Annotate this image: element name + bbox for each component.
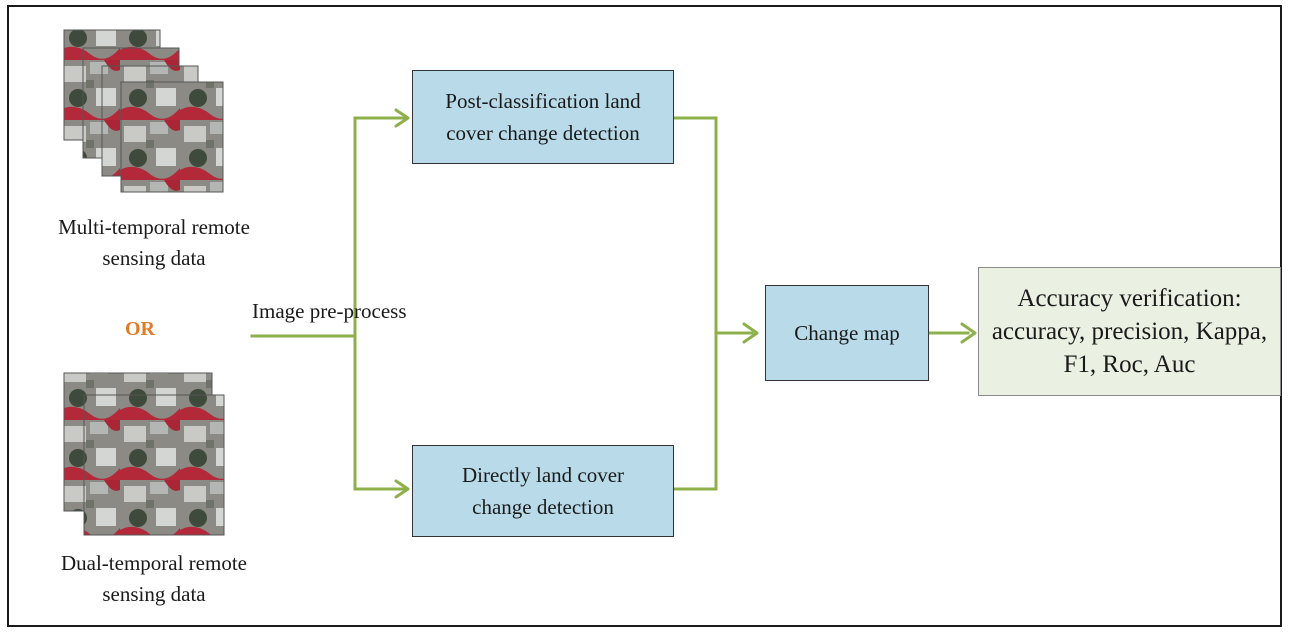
change-map-label: Change map [794, 321, 900, 345]
arrowhead-accuracy [960, 322, 977, 344]
change-map-box: Change map [765, 285, 929, 381]
post-classification-box: Post-classification land cover change de… [412, 70, 674, 164]
multi-temporal-caption: Multi-temporal remote sensing data [58, 215, 250, 270]
accuracy-verification-label: Accuracy verification: accuracy, precisi… [991, 285, 1268, 378]
direct-detection-box: Directly land cover change detection [412, 445, 674, 537]
post-classification-label: Post-classification land cover change de… [445, 89, 641, 145]
merge-connector [672, 116, 718, 491]
arrowhead-change-map [742, 322, 759, 344]
dual-temporal-caption: Dual-temporal remote sensing data [60, 551, 247, 606]
arrowhead-bottom [394, 479, 410, 499]
image-preprocess-label: Image pre-process [252, 299, 407, 323]
or-label: OR [125, 318, 155, 340]
multi-temporal-image-stack [63, 29, 224, 193]
direct-detection-label: Directly land cover change detection [461, 463, 625, 519]
accuracy-verification-box: Accuracy verification: accuracy, precisi… [978, 267, 1281, 396]
dual-temporal-image-stack [63, 372, 225, 536]
arrowhead-top [394, 108, 410, 128]
